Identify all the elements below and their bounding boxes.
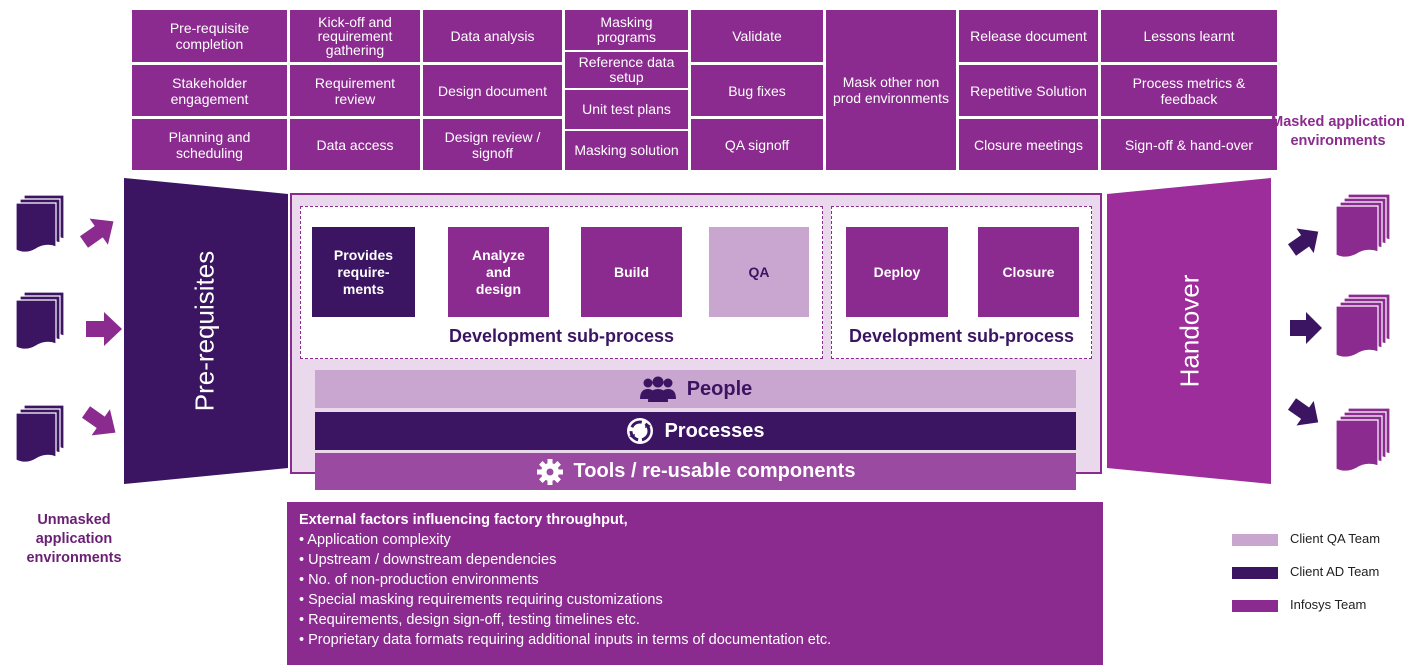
activity-cell: Kick-off and requirement gathering bbox=[290, 10, 420, 62]
stage-closure: Closure bbox=[978, 227, 1079, 317]
legend-swatch-client-qa bbox=[1232, 534, 1278, 546]
external-factor-item: • Requirements, design sign-off, testing… bbox=[299, 612, 640, 628]
activity-cell: QA signoff bbox=[691, 119, 823, 170]
activity-cell: Stakeholder engagement bbox=[132, 65, 287, 116]
activity-cell: Process metrics & feedback bbox=[1101, 65, 1277, 116]
tools-band: Tools / re-usable components bbox=[315, 453, 1076, 490]
legend-label: Infosys Team bbox=[1290, 597, 1367, 612]
activity-cell: Release document bbox=[959, 10, 1098, 62]
external-factor-item: • Upstream / downstream dependencies bbox=[299, 552, 557, 568]
arrow-icon bbox=[1287, 398, 1319, 426]
stage-provides-requirements: Provides require- ments bbox=[312, 227, 415, 317]
activity-cell: Unit test plans bbox=[565, 90, 688, 129]
arrow-icon bbox=[1287, 228, 1319, 256]
arrow-icon bbox=[1290, 312, 1322, 344]
activity-cell: Validate bbox=[691, 10, 823, 62]
external-factors-title: External factors influencing factory thr… bbox=[299, 512, 628, 528]
activity-cell: Design review / signoff bbox=[423, 119, 562, 170]
stage-qa: QA bbox=[709, 227, 809, 317]
arrow-icon bbox=[79, 218, 114, 248]
external-factor-item: • Application complexity bbox=[299, 532, 451, 548]
arrow-icon bbox=[86, 312, 122, 346]
document-stack-icon bbox=[15, 291, 65, 350]
legend-label: Client AD Team bbox=[1290, 564, 1380, 579]
external-factor-item: • Special masking requirements requiring… bbox=[299, 592, 663, 608]
activity-cell: Sign-off & hand-over bbox=[1101, 119, 1277, 170]
unmasked-environments-label: Unmasked application environments bbox=[26, 512, 122, 566]
people-icon bbox=[639, 376, 676, 402]
activity-cell: Data access bbox=[290, 119, 420, 170]
activity-cell: Mask other non prod environments bbox=[826, 10, 956, 170]
external-factor-item: • Proprietary data formats requiring add… bbox=[299, 632, 832, 648]
document-stack-icon bbox=[1335, 407, 1391, 472]
document-stack-icon bbox=[1335, 293, 1391, 358]
stage-deploy: Deploy bbox=[846, 227, 948, 317]
prerequisites-funnel bbox=[124, 178, 288, 484]
activity-cell: Data analysis bbox=[423, 10, 562, 62]
subprocess-2-label: Development sub-process bbox=[848, 326, 1075, 346]
input-documents bbox=[15, 194, 122, 463]
subprocess-1-label: Development sub-process bbox=[448, 326, 675, 346]
external-factor-item: • No. of non-production environments bbox=[299, 572, 539, 588]
legend-swatch-client-ad bbox=[1232, 567, 1278, 579]
activity-cell: Masking programs bbox=[565, 10, 688, 50]
activity-cell: Repetitive Solution bbox=[959, 65, 1098, 116]
people-label: People bbox=[686, 377, 753, 400]
activity-cell: Lessons learnt bbox=[1101, 10, 1277, 62]
arrow-icon bbox=[81, 406, 116, 436]
legend-label: Client QA Team bbox=[1290, 531, 1381, 546]
processes-band: Processes bbox=[315, 412, 1076, 450]
activity-cell: Bug fixes bbox=[691, 65, 823, 116]
masked-environments-label: Masked application environments bbox=[1271, 114, 1405, 149]
gear-icon bbox=[536, 458, 563, 485]
activity-cell: Pre-requisite completion bbox=[132, 10, 287, 62]
activity-cell: Closure meetings bbox=[959, 119, 1098, 170]
people-band: People bbox=[315, 370, 1076, 408]
document-stack-icon bbox=[15, 194, 65, 253]
cycle-icon bbox=[627, 418, 654, 444]
legend-swatch-infosys bbox=[1232, 600, 1278, 612]
activity-cell: Reference data setup bbox=[565, 52, 688, 88]
output-documents bbox=[1287, 193, 1391, 472]
external-factors-panel: External factors influencing factory thr… bbox=[287, 502, 1103, 665]
processes-label: Processes bbox=[664, 419, 765, 442]
handover-funnel bbox=[1107, 178, 1271, 484]
activity-cell: Requirement review bbox=[290, 65, 420, 116]
activity-cell: Design document bbox=[423, 65, 562, 116]
document-stack-icon bbox=[15, 404, 65, 463]
prerequisites-label: Pre-requisites bbox=[189, 250, 220, 412]
document-stack-icon bbox=[1335, 193, 1391, 258]
activity-cell: Masking solution bbox=[565, 131, 688, 170]
handover-label: Handover bbox=[1174, 274, 1205, 388]
stage-build: Build bbox=[581, 227, 682, 317]
tools-label: Tools / re-usable components bbox=[573, 460, 856, 482]
activity-cell: Planning and scheduling bbox=[132, 119, 287, 170]
stage-analyze-design: Analyze and design bbox=[448, 227, 549, 317]
